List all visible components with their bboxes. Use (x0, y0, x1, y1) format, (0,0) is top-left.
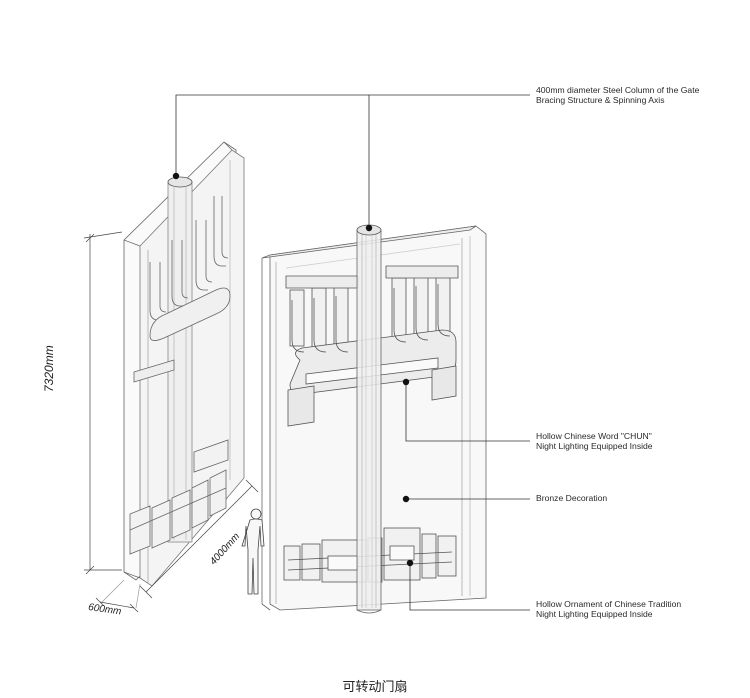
right-gate-column (356, 224, 382, 614)
dimension-lines (83, 231, 259, 613)
callout-bronze-decoration-line1: Bronze Decoration (536, 493, 608, 503)
leader-dots (172, 172, 414, 567)
callout-steel-column-line1: 400mm diameter Steel Column of the Gate (536, 85, 700, 95)
leader-lines (175, 94, 530, 611)
callout-chun-word-line1: Hollow Chinese Word "CHUN" (536, 431, 652, 441)
left-gate-chun-word (133, 196, 231, 383)
left-gate-ornament (129, 439, 229, 555)
callout-ornament-line2: Night Lighting Equipped Inside (536, 608, 653, 619)
height-dimension-label: 7320mm (42, 345, 56, 392)
callout-chun-word-line2: Night Lighting Equipped Inside (536, 440, 653, 451)
callout-ornament: Hollow Ornament of Chinese Tradition Nig… (536, 599, 682, 619)
callout-ornament-line1: Hollow Ornament of Chinese Tradition (536, 599, 682, 609)
callout-bronze-decoration: Bronze Decoration (536, 493, 608, 504)
figure-caption: 可转动门扇 (342, 680, 408, 695)
human-scale-figure (241, 508, 265, 595)
callout-steel-column: 400mm diameter Steel Column of the Gate … (536, 85, 700, 105)
callout-steel-column-line2: Bracing Structure & Spinning Axis (536, 94, 665, 105)
callout-chun-word: Hollow Chinese Word "CHUN" Night Lightin… (536, 431, 653, 451)
